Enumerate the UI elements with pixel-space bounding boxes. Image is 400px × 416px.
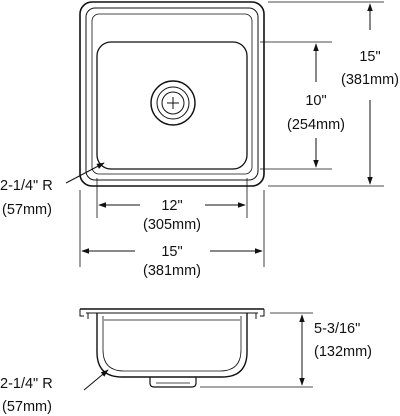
side-bowl-outline (96, 313, 248, 378)
overall-depth-inches: 15" (359, 49, 380, 65)
bottom-radius-mm: (57mm) (2, 399, 52, 415)
rim-clip-left (79, 309, 89, 319)
bowl-depth-mm: (254mm) (287, 117, 345, 133)
corner-radius-leader (65, 162, 105, 184)
side-view: 5-3/16" (132mm) 2-1/4" R (57mm) (0, 308, 372, 415)
drain-icon (150, 80, 196, 126)
overall-width-inches: 15" (161, 244, 182, 260)
bottom-radius-leader (83, 369, 109, 391)
bowl-height-inches: 5-3/16" (314, 321, 360, 337)
sink-bowl-outline (96, 41, 248, 170)
bowl-depth-inches: 10" (305, 93, 326, 109)
sink-rim-outer (79, 1, 265, 187)
corner-radius-mm: (57mm) (2, 202, 52, 218)
overall-depth-mm: (381mm) (341, 72, 399, 88)
side-drain-outlet (149, 377, 197, 388)
rim-clip-right (255, 309, 265, 319)
top-view: 15" (381mm) 12" (305mm) 10" (254mm) 15" … (0, 1, 399, 279)
bowl-width-mm: (305mm) (143, 217, 201, 233)
bottom-radius-inches: 2-1/4" R (0, 376, 53, 392)
corner-radius-inches: 2-1/4" R (0, 178, 53, 194)
sink-rim-inner (85, 7, 259, 181)
sink-rim-ledge (91, 13, 253, 175)
bowl-height-mm: (132mm) (314, 344, 372, 360)
side-bowl-inner (102, 316, 242, 372)
bowl-width-inches: 12" (161, 198, 182, 214)
overall-width-mm: (381mm) (143, 263, 201, 279)
